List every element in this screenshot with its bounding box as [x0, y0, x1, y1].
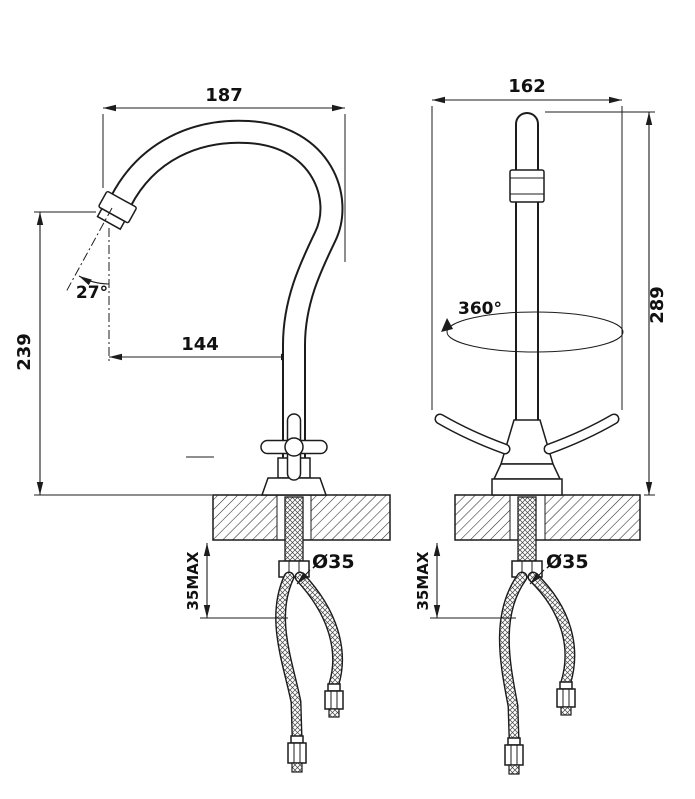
side-hole-dia-label: Ø35: [312, 551, 355, 573]
side-handle-hub: [284, 437, 304, 457]
front-handle-right: [543, 413, 620, 455]
side-shank: [278, 496, 310, 578]
side-countertop: [212, 494, 391, 541]
front-handle-left: [434, 413, 511, 455]
front-dim-deck-max-label: 35MAX: [414, 551, 432, 610]
front-hole-dia: Ø35: [529, 551, 589, 585]
side-base-flange: [260, 477, 328, 496]
front-swivel-arrowhead: [441, 318, 453, 332]
front-hose-1: [498, 571, 528, 744]
front-hose-fitting-2: [556, 681, 576, 716]
side-hose-1: [275, 571, 303, 742]
side-spout-tube: [110, 119, 344, 478]
side-angle-label: 27°: [76, 283, 108, 303]
side-dim-top-width-label: 187: [205, 85, 243, 106]
front-dim-top-width-label: 162: [508, 76, 546, 97]
front-body: [491, 419, 563, 496]
front-dim-height: 289: [545, 111, 668, 496]
front-swivel-annotation: 360°: [441, 299, 624, 353]
side-cross-handle: [260, 413, 328, 481]
front-hole-dia-label: Ø35: [546, 551, 589, 573]
side-hose-fitting-2: [324, 683, 344, 718]
side-dim-height: 239: [14, 211, 212, 496]
front-hose-fitting-1: [504, 737, 524, 775]
side-hole-dia: Ø35: [296, 551, 355, 585]
front-countertop: [454, 494, 641, 541]
front-dim-top-width: 162: [431, 76, 623, 410]
side-dim-deck-max-label: 35MAX: [184, 551, 202, 610]
side-hose-fitting-1: [287, 735, 307, 773]
front-hose-2: [527, 571, 576, 688]
front-dim-deck-max: 35MAX: [414, 543, 516, 619]
side-dim-height-label: 239: [14, 333, 35, 371]
front-base-flange: [491, 478, 563, 496]
side-aerator: [96, 190, 137, 231]
front-dim-height-label: 289: [647, 286, 668, 324]
side-dim-spout-reach: 144: [108, 228, 294, 364]
front-shank: [511, 496, 543, 578]
side-dim-spout-reach-label: 144: [181, 334, 219, 355]
front-swivel-label: 360°: [458, 299, 502, 319]
side-dim-deck-max: 35MAX: [184, 543, 288, 619]
side-dim-top-width: 187: [102, 85, 346, 262]
front-aerator: [509, 169, 545, 203]
side-angle-annotation: 27°: [65, 207, 113, 303]
side-hose-2: [294, 571, 344, 690]
